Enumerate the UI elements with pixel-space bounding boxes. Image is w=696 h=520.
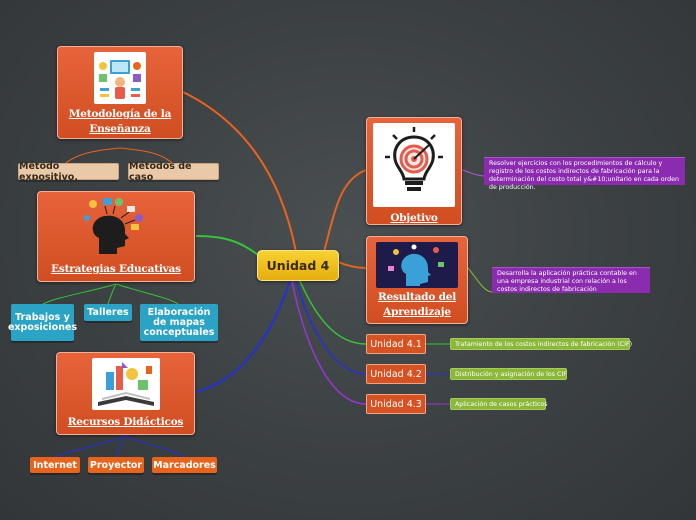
link-unidad-41 — [299, 280, 367, 345]
topic-title: Resultado del Aprendizaje — [377, 291, 456, 318]
topic-title: Estrategias Educativas — [51, 263, 181, 275]
subtopic-label: Marcadores — [153, 459, 216, 471]
teaching-illustration-icon — [94, 52, 146, 104]
link-objetivo-note — [461, 169, 485, 177]
subtopic-label: Unidad 4.1 — [370, 338, 422, 350]
link-internet — [54, 435, 125, 458]
topic-metodologia[interactable]: Metodología de la Enseñanza — [57, 46, 183, 139]
subtopic-mapas-conceptuales[interactable]: Elaboración de mapas conceptuales — [140, 304, 218, 341]
subtopic-label: Internet — [33, 459, 77, 471]
subtopic-trabajos-exposiciones[interactable]: Trabajos y exposiciones — [7, 304, 78, 341]
link-unidad-42 — [295, 280, 367, 375]
topic-title: Objetivo — [390, 212, 438, 224]
subtopic-label: Proyector — [89, 459, 143, 471]
link-metodologia — [182, 91, 297, 253]
subtopic-metodo-expositivo[interactable]: Método expositivo, — [18, 160, 119, 183]
subtopic-internet[interactable]: Internet — [30, 457, 80, 473]
central-topic[interactable]: Unidad 4 — [257, 250, 339, 281]
learning-head-icon — [376, 242, 458, 288]
subtopic-proyector[interactable]: Proyector — [88, 457, 144, 473]
link-trabajos — [42, 283, 117, 305]
topic-title: Recursos Didácticos — [67, 416, 184, 428]
link-unidad-43 — [291, 280, 367, 405]
subtopic-unidad-41[interactable]: Unidad 4.1 — [366, 334, 426, 354]
note-objetivo: Resolver ejercicios con los procedimient… — [484, 157, 685, 191]
note-text: Desarrolla la aplicación práctica contab… — [497, 270, 637, 293]
link-proyector — [115, 435, 125, 458]
subtopic-label: Métodos de caso — [129, 160, 192, 183]
subtopic-marcadores[interactable]: Marcadores — [152, 457, 217, 473]
lightbulb-target-icon — [373, 123, 455, 207]
head-ideas-icon — [81, 194, 151, 256]
subtopic-label: Elaboración de mapas conceptuales — [143, 306, 215, 338]
note-unidad-42: Distribución y asignación de los CIF — [450, 368, 567, 380]
topic-title: Metodología de la Enseñanza — [68, 108, 172, 135]
subtopic-label: Trabajos y exposiciones — [7, 311, 78, 333]
subtopic-label: Unidad 4.3 — [370, 398, 422, 410]
link-objetivo — [323, 169, 367, 253]
subtopic-label: Método expositivo, — [19, 160, 78, 183]
note-text: Distribución y asignación de los CIF — [455, 370, 567, 378]
subtopic-metodos-caso[interactable]: Métodos de caso — [128, 160, 219, 183]
note-unidad-41: Tratamiento de los costos indirectos de … — [450, 338, 633, 350]
note-text: Tratamiento de los costos indirectos de … — [455, 340, 633, 348]
central-topic-label: Unidad 4 — [266, 258, 330, 273]
note-unidad-43: Aplicación de casos prácticos — [450, 398, 548, 410]
topic-estrategias[interactable]: Estrategias Educativas — [37, 191, 195, 282]
note-text: Aplicación de casos prácticos — [455, 400, 548, 408]
link-metodo-expositivo — [65, 147, 121, 164]
topic-objetivo[interactable]: Objetivo — [366, 117, 462, 225]
link-resultado — [337, 261, 367, 269]
topic-resultado[interactable]: Resultado del Aprendizaje — [366, 236, 468, 324]
subtopic-label: Unidad 4.2 — [370, 368, 422, 380]
note-text: Resolver ejercicios con los procedimient… — [489, 160, 679, 191]
books-resources-icon — [91, 358, 160, 410]
link-resultado-note — [467, 267, 493, 293]
link-talleres — [107, 283, 117, 305]
link-marcadores — [123, 435, 185, 458]
link-recursos — [195, 280, 291, 393]
subtopic-unidad-42[interactable]: Unidad 4.2 — [366, 364, 426, 384]
subtopic-unidad-43[interactable]: Unidad 4.3 — [366, 394, 426, 414]
note-resultado: Desarrolla la aplicación práctica contab… — [492, 267, 650, 293]
link-mapas — [115, 283, 179, 305]
link-metodos-caso — [119, 147, 173, 164]
subtopic-talleres[interactable]: Talleres — [84, 304, 132, 321]
link-estrategias — [195, 235, 263, 259]
topic-recursos[interactable]: Recursos Didácticos — [56, 352, 195, 435]
subtopic-label: Talleres — [87, 306, 129, 318]
